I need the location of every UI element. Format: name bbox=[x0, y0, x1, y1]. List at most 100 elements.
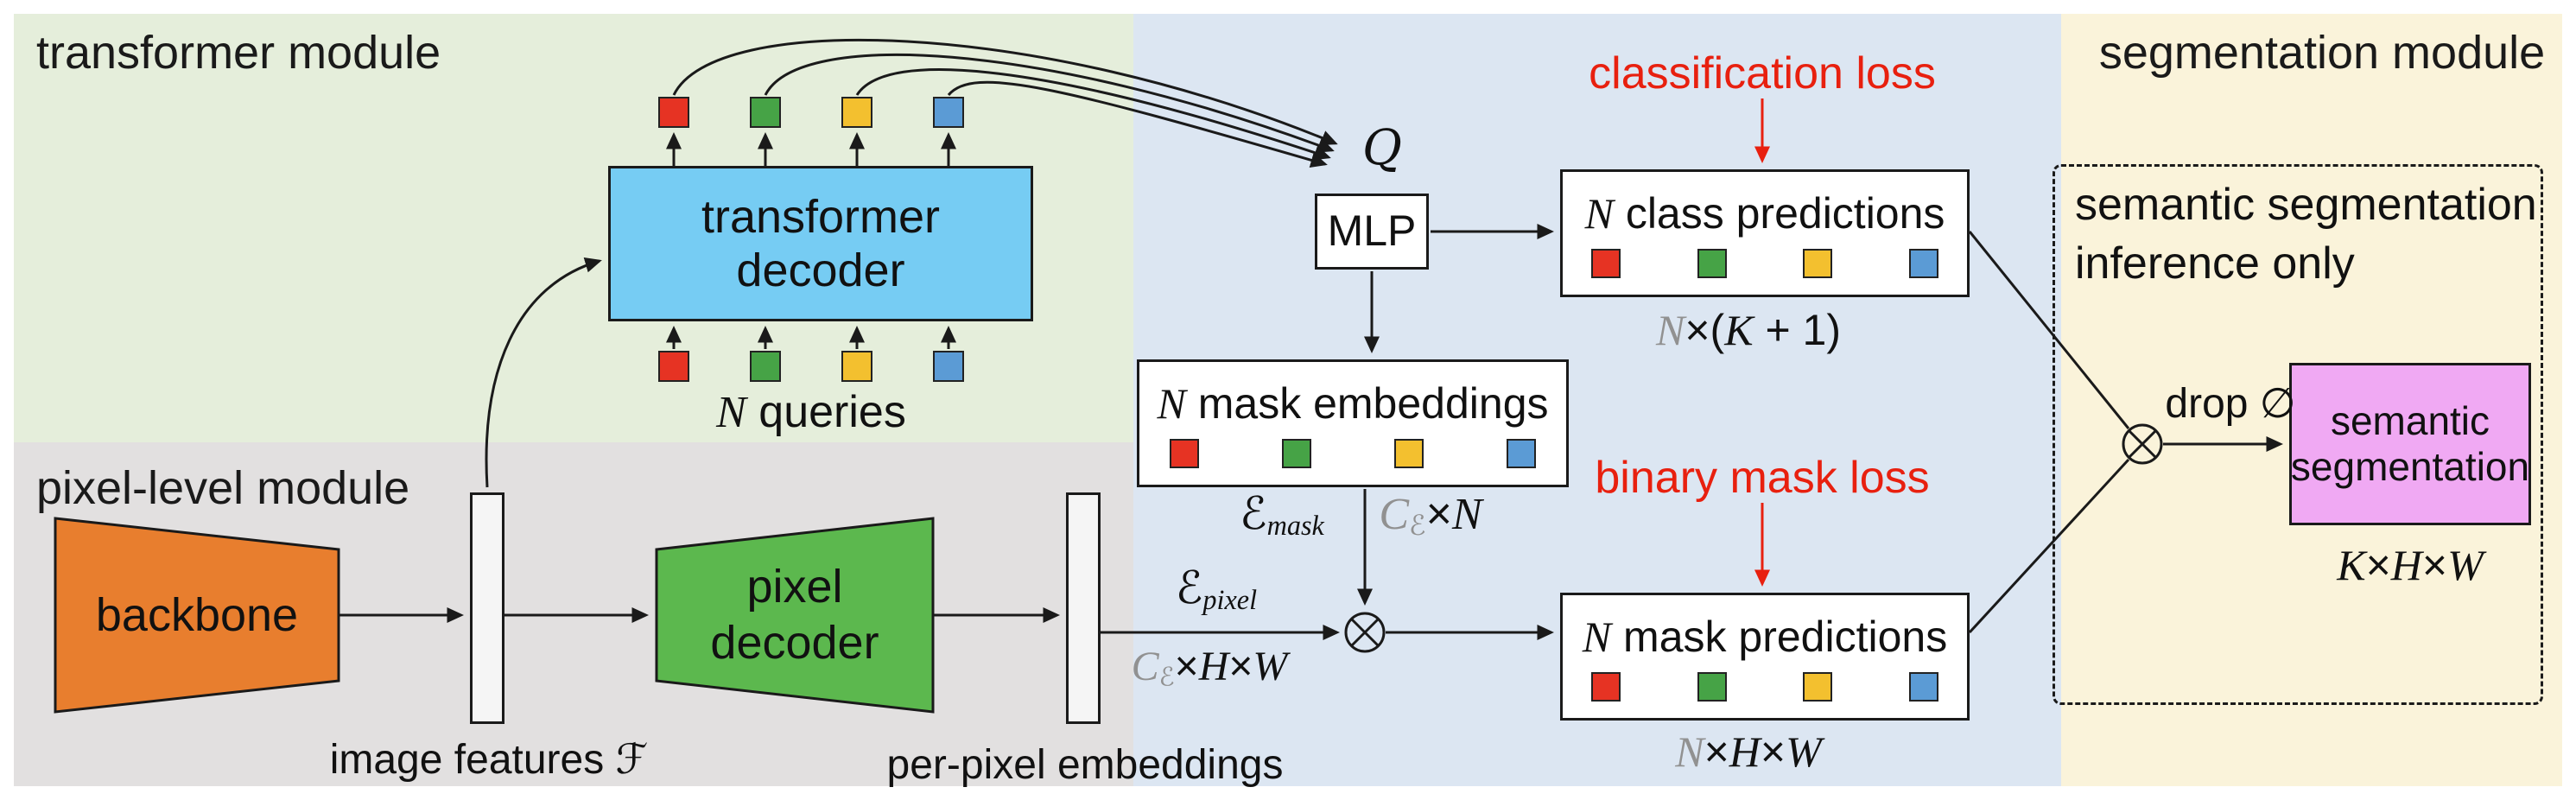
mask-embeddings-title: N mask embeddings bbox=[1157, 379, 1548, 429]
text-segment: mask embeddings bbox=[1185, 378, 1549, 428]
binary-mask-loss-label: binary mask loss bbox=[1595, 453, 1930, 503]
image-features-label: image features ℱ bbox=[329, 735, 649, 784]
mask-embeddings-box: N mask embeddings bbox=[1137, 359, 1569, 487]
text-segment: N bbox=[1451, 490, 1482, 539]
query-square-red bbox=[658, 351, 689, 382]
seg-product-cross-2 bbox=[2127, 429, 2158, 460]
mask-predictions-title: N mask predictions bbox=[1583, 613, 1947, 663]
text-segment: N bbox=[1655, 306, 1685, 354]
token-square-blue bbox=[1507, 438, 1537, 468]
decoder-output-square-yellow bbox=[841, 97, 872, 128]
token-square-green bbox=[1697, 248, 1727, 278]
text-segment: ℰ bbox=[1158, 662, 1175, 693]
token-square-yellow bbox=[1394, 438, 1424, 468]
token-square-green bbox=[1697, 671, 1727, 702]
text-segment: H bbox=[1729, 727, 1761, 776]
classification-loss-label: classification loss bbox=[1589, 48, 1936, 98]
per-pixel-embeddings-label: per-pixel embeddings bbox=[886, 742, 1284, 788]
text-segment: pixel bbox=[1202, 584, 1258, 616]
drop-null-label: drop ∅ bbox=[2165, 381, 2296, 427]
e-mask-label: ℰmask bbox=[1240, 488, 1324, 542]
query-square-yellow bbox=[841, 351, 872, 382]
mask-predictions-dim-label: N×H×W bbox=[1675, 727, 1822, 778]
backbone-label: backbone bbox=[55, 518, 339, 712]
token-square-red bbox=[1169, 438, 1199, 468]
text-segment: ℰ bbox=[1240, 488, 1267, 540]
text-segment: N bbox=[716, 388, 746, 437]
mask-embeddings-tokens bbox=[1169, 438, 1537, 468]
pixel-decoder-label: pixel decoder bbox=[657, 518, 933, 712]
e-pixel-label: ℰpixel bbox=[1175, 562, 1258, 616]
backbone-label-text: backbone bbox=[95, 588, 299, 641]
n-queries-label: N queries bbox=[716, 387, 906, 439]
inference-only-note: semantic segmentation inference only bbox=[2075, 176, 2537, 293]
class-predictions-title: N class predictions bbox=[1585, 189, 1945, 239]
text-segment: × bbox=[1228, 644, 1253, 689]
text-segment: queries bbox=[746, 387, 906, 437]
text-segment: K bbox=[1724, 306, 1754, 354]
text-segment: × bbox=[1760, 727, 1786, 776]
line-class-predictions-to-seg-product bbox=[1968, 231, 2130, 429]
text-segment: × bbox=[1425, 489, 1452, 539]
mlp-label: MLP bbox=[1327, 206, 1417, 256]
text-segment: + 1) bbox=[1753, 306, 1842, 354]
ce-n-dim-label: Cℰ×N bbox=[1379, 489, 1482, 542]
output-dim-label: K×H×W bbox=[2337, 541, 2484, 591]
text-segment: C bbox=[1379, 490, 1410, 539]
text-segment: × bbox=[2421, 541, 2448, 589]
text-segment: × bbox=[1174, 644, 1199, 689]
class-predictions-box: N class predictions bbox=[1560, 169, 1970, 297]
token-square-blue bbox=[1909, 248, 1939, 278]
per-pixel-embeddings-bar bbox=[1066, 492, 1101, 724]
class-predictions-tokens bbox=[1590, 248, 1939, 278]
text-segment: H bbox=[2390, 541, 2422, 589]
semantic-segmentation-label-line1: semantic bbox=[2330, 398, 2490, 444]
transformer-module-title: transformer module bbox=[36, 27, 441, 79]
text-segment: × bbox=[1704, 727, 1729, 776]
curve-output4-to-q bbox=[947, 80, 1328, 168]
text-segment: N bbox=[1675, 727, 1704, 776]
inference-only-dashed-box bbox=[2053, 164, 2543, 705]
backbone-shape bbox=[54, 517, 340, 714]
pixel-decoder-label-line1: pixel bbox=[746, 561, 843, 613]
text-segment: C bbox=[1131, 644, 1159, 689]
query-square-green bbox=[750, 351, 781, 382]
seg-product-circle bbox=[2122, 423, 2163, 465]
mask-predictions-box: N mask predictions bbox=[1560, 593, 1970, 721]
class-predictions-dim-label: N×(K + 1) bbox=[1656, 306, 1841, 356]
arrow-image-features-to-decoder bbox=[485, 257, 602, 488]
text-segment: ℰ bbox=[1409, 509, 1426, 543]
pixel-level-module-title: pixel-level module bbox=[36, 462, 410, 514]
curve-output3-to-q bbox=[855, 68, 1331, 161]
token-square-red bbox=[1590, 671, 1621, 702]
text-segment: mask bbox=[1266, 510, 1324, 542]
query-square-blue bbox=[933, 351, 964, 382]
inference-note-line2: inference only bbox=[2075, 238, 2355, 289]
text-segment: N bbox=[1157, 378, 1186, 428]
transformer-decoder-label-line2: decoder bbox=[736, 244, 905, 296]
text-segment: W bbox=[1253, 644, 1288, 689]
text-segment: N bbox=[1582, 612, 1612, 661]
mask-predictions-tokens bbox=[1590, 671, 1939, 702]
text-segment: ×( bbox=[1685, 306, 1725, 354]
text-segment: W bbox=[2447, 541, 2484, 589]
text-segment: image features bbox=[329, 737, 616, 783]
semantic-segmentation-label-line2: segmentation bbox=[2290, 444, 2530, 489]
curve-output2-to-q bbox=[764, 53, 1335, 153]
token-square-blue bbox=[1909, 671, 1939, 702]
text-segment: class predictions bbox=[1613, 188, 1945, 238]
text-segment: K bbox=[2337, 541, 2366, 589]
pixel-decoder-shape bbox=[655, 517, 935, 714]
text-segment: ℰ bbox=[1175, 562, 1203, 614]
token-square-red bbox=[1590, 248, 1621, 278]
segmentation-module-title: segmentation module bbox=[2098, 27, 2546, 79]
semantic-segmentation-box: semantic segmentation bbox=[2289, 363, 2531, 525]
text-segment: W bbox=[1786, 727, 1822, 776]
image-features-bar bbox=[470, 492, 504, 724]
token-square-yellow bbox=[1803, 671, 1833, 702]
text-segment: ℱ bbox=[615, 735, 649, 784]
transformer-decoder-box: transformer decoder bbox=[608, 166, 1033, 321]
product-cross-2 bbox=[1349, 617, 1380, 648]
